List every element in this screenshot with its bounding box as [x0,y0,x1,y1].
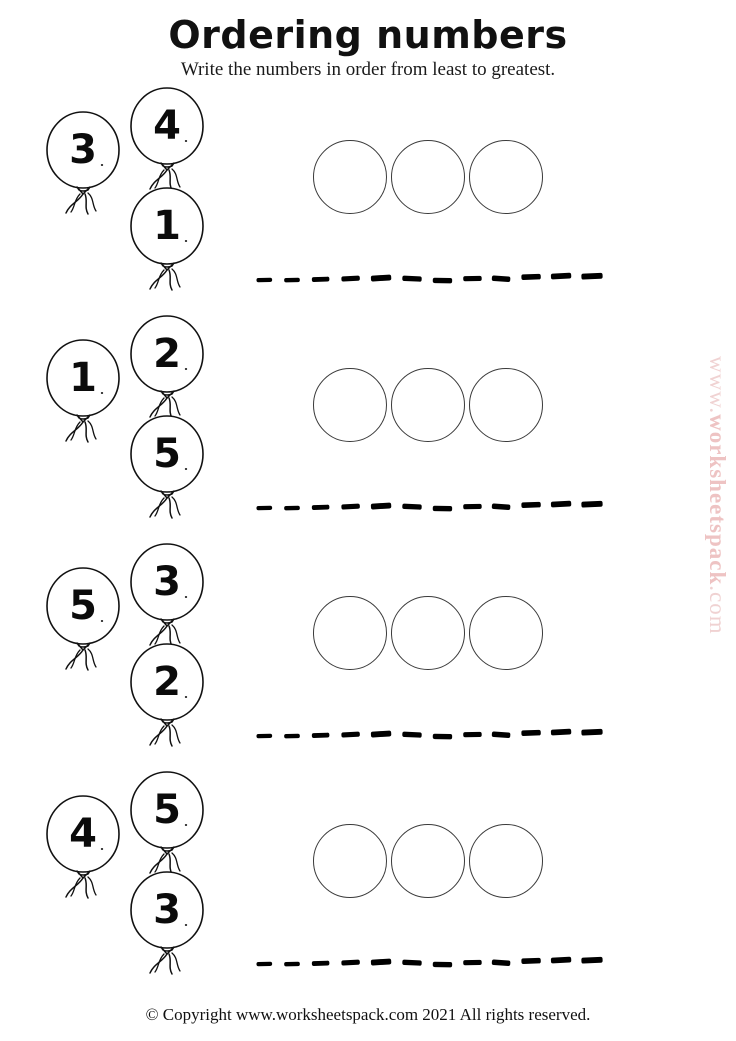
answer-circle[interactable] [469,140,543,214]
answer-circle[interactable] [469,824,543,898]
balloon-number: 2 [153,331,181,377]
answer-circles [313,140,553,216]
balloon-number: 5 [153,431,181,477]
answer-circle[interactable] [469,596,543,670]
balloon-number: 3 [69,127,97,173]
balloon-cluster: 4 5 3 [38,771,258,1008]
balloon: 1 [44,339,130,444]
watermark-brand: worksheetspack [705,414,730,586]
problem-row: 5 3 2 [0,543,736,780]
answer-circles [313,824,553,900]
page-title: Ordering numbers [168,13,568,57]
balloon: 5 [128,771,214,876]
answer-circles [313,368,553,444]
watermark: www.worksheetspack.com [700,356,734,676]
answer-circle[interactable] [313,824,387,898]
answer-circle[interactable] [391,140,465,214]
watermark-prefix: www. [705,356,730,415]
balloon: 1 [128,187,214,292]
balloon: 3 [128,543,214,648]
balloon-number: 1 [153,203,181,249]
balloon-number: 1 [69,355,97,401]
balloon: 2 [128,643,214,748]
balloon: 4 [128,87,214,192]
balloon-number: 5 [69,583,97,629]
answer-circle[interactable] [391,596,465,670]
answer-circle[interactable] [313,596,387,670]
answer-circle[interactable] [313,368,387,442]
watermark-suffix: .com [705,585,730,635]
answer-writing-line[interactable] [250,948,610,972]
answer-writing-line[interactable] [250,492,610,516]
page-subtitle: Write the numbers in order from least to… [180,59,556,80]
answer-circle[interactable] [469,368,543,442]
balloon-number: 5 [153,787,181,833]
balloon-number: 4 [153,103,181,149]
problem-row: 4 5 3 [0,771,736,1008]
balloon: 3 [44,111,130,216]
balloon: 4 [44,795,130,900]
answer-circles [313,596,553,672]
problem-row: 3 4 1 [0,87,736,324]
balloon-number: 3 [153,559,181,605]
balloon-cluster: 1 2 5 [38,315,258,552]
problem-row: 1 2 5 [0,315,736,552]
balloon-cluster: 5 3 2 [38,543,258,780]
balloon-cluster: 3 4 1 [38,87,258,324]
answer-writing-line[interactable] [250,264,610,288]
balloon-number: 2 [153,659,181,705]
answer-circle[interactable] [391,368,465,442]
answer-circle[interactable] [391,824,465,898]
balloon: 5 [128,415,214,520]
answer-writing-line[interactable] [250,720,610,744]
answer-circle[interactable] [313,140,387,214]
balloon-number: 3 [153,887,181,933]
balloon: 3 [128,871,214,976]
balloon-number: 4 [69,811,97,857]
balloon: 2 [128,315,214,420]
balloon: 5 [44,567,130,672]
copyright-footer: © Copyright www.worksheetspack.com 2021 … [145,1005,591,1024]
